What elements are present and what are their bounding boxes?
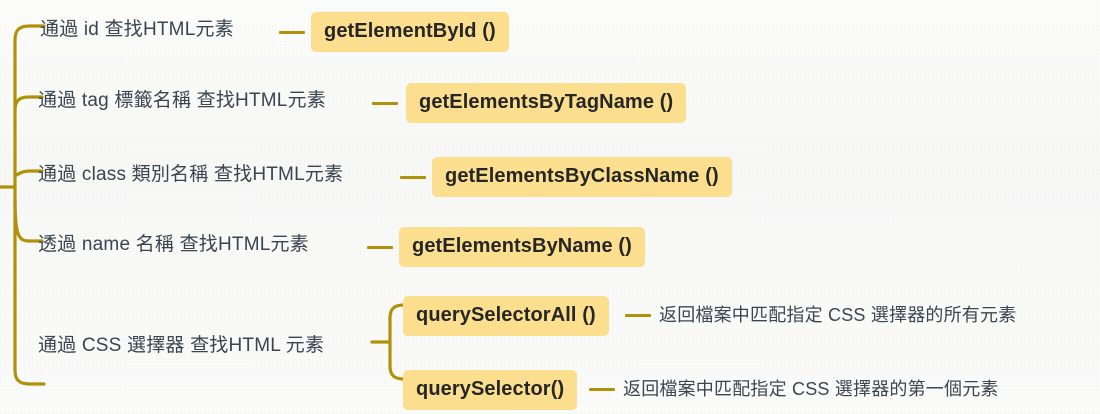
- row-label-name: 透過 name 名稱 查找HTML元素: [38, 234, 309, 255]
- connector-dash-query-selector: [589, 388, 615, 391]
- connector-dash-row-3: [400, 176, 426, 179]
- method-chip-get-elements-by-tag-name[interactable]: getElementsByTagName (): [406, 83, 687, 123]
- row-label-tag: 通過 tag 標籤名稱 查找HTML元素: [38, 90, 326, 111]
- row-label-class: 通過 class 類別名稱 查找HTML元素: [38, 164, 344, 185]
- row-label-id: 通過 id 查找HTML元素: [40, 19, 234, 40]
- method-chip-get-elements-by-class-name[interactable]: getElementsByClassName (): [432, 157, 732, 197]
- method-chip-query-selector[interactable]: querySelector(): [403, 370, 578, 410]
- method-chip-query-selector-all[interactable]: querySelectorAll (): [403, 296, 609, 336]
- row-label-css-selector: 通過 CSS 選擇器 查找HTML 元素: [38, 335, 325, 356]
- connector-dash-row-1: [279, 31, 305, 34]
- connector-dash-query-selector-all: [625, 314, 651, 317]
- description-query-selector-all: 返回檔案中匹配指定 CSS 選擇器的所有元素: [659, 305, 1017, 325]
- method-chip-get-elements-by-name[interactable]: getElementsByName (): [399, 227, 645, 267]
- description-query-selector: 返回檔案中匹配指定 CSS 選擇器的第一個元素: [623, 379, 999, 399]
- method-chip-get-element-by-id[interactable]: getElementById (): [311, 12, 509, 52]
- connector-dash-row-4: [367, 246, 393, 249]
- connector-dash-row-2: [372, 102, 398, 105]
